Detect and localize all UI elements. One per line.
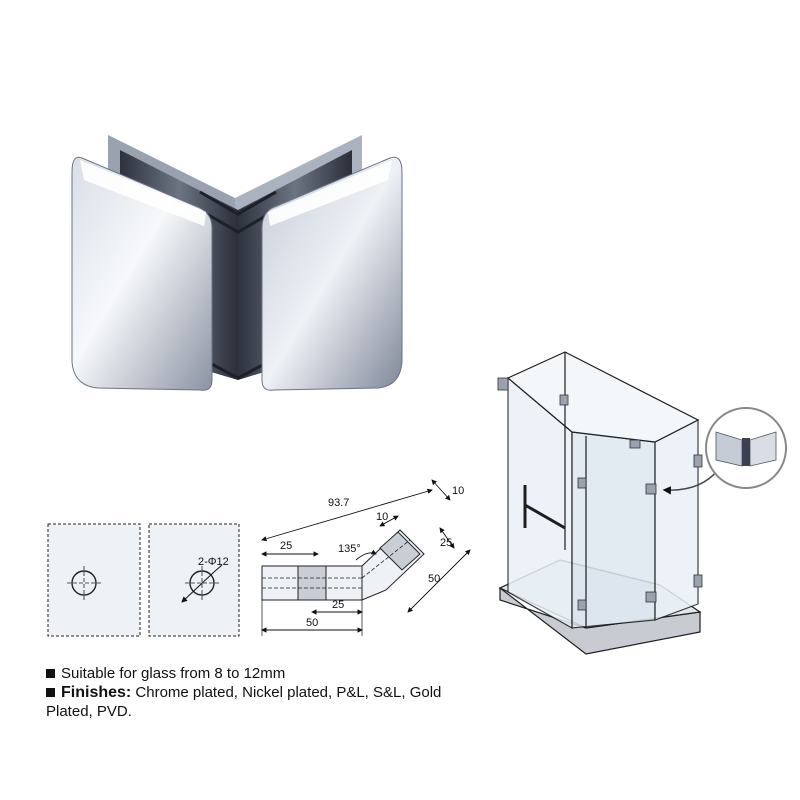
- dim-thickness-top: 10: [452, 485, 464, 497]
- feature-list: Suitable for glass from 8 to 12mm Finish…: [46, 664, 566, 721]
- bullet-icon: [46, 669, 55, 678]
- finishes-label: Finishes:: [61, 684, 132, 701]
- dim-depth: 10: [376, 511, 388, 523]
- feature-glass-thickness: Suitable for glass from 8 to 12mm: [46, 664, 566, 683]
- dim-angle-side: 25: [440, 537, 452, 549]
- dim-angle-len: 50: [428, 573, 440, 585]
- dim-bottom-inner: 25: [332, 599, 344, 611]
- feature-finishes: Finishes: Chrome plated, Nickel plated, …: [46, 683, 566, 702]
- dim-bottom-total: 50: [306, 617, 318, 629]
- clamp-zoom-callout: [705, 407, 787, 489]
- dim-total: 93.7: [328, 497, 349, 509]
- cross-section-view: 93.7 10 10 25 135° 25 50 25 50: [261, 479, 471, 636]
- hole-spec-label: 2-Φ12: [198, 556, 229, 568]
- front-view-hole-spec: 2-Φ12: [148, 523, 240, 637]
- dim-angle: 135°: [338, 543, 361, 555]
- bullet-icon: [46, 688, 55, 697]
- finishes-text: Chrome plated, Nickel plated, P&L, S&L, …: [131, 684, 442, 701]
- finishes-text-continued: Plated, PVD.: [46, 703, 132, 720]
- shower-enclosure-illustration: [497, 351, 719, 655]
- dim-left-width: 25: [280, 540, 292, 552]
- front-view-single-hole: [47, 523, 141, 637]
